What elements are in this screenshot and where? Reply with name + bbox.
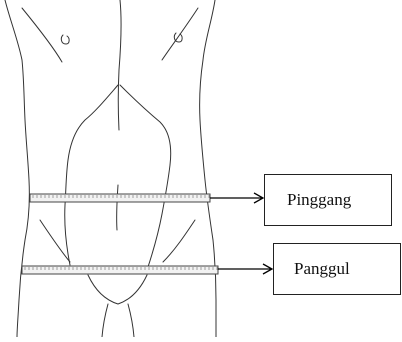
waist-tape (30, 194, 210, 202)
right-inner-leg (128, 304, 134, 337)
left-body-outline (5, 0, 29, 337)
waist-label: Pinggang (287, 190, 351, 210)
abdomen-outline-right (120, 85, 171, 270)
hip-label: Panggul (294, 259, 350, 279)
waist-arrow (210, 193, 263, 203)
right-body-outline (200, 0, 216, 337)
hip-label-box: Panggul (273, 243, 401, 295)
navel-line (117, 185, 118, 230)
lower-abdomen-right (163, 220, 195, 262)
left-nipple (61, 35, 69, 44)
abdomen-outline (65, 85, 118, 265)
center-line (118, 0, 121, 130)
groin-outline (88, 275, 147, 304)
waist-label-box: Pinggang (264, 174, 392, 226)
hip-tape (22, 266, 218, 274)
left-pec-line (22, 8, 62, 62)
hip-arrow (218, 264, 272, 274)
left-inner-leg (102, 304, 108, 337)
